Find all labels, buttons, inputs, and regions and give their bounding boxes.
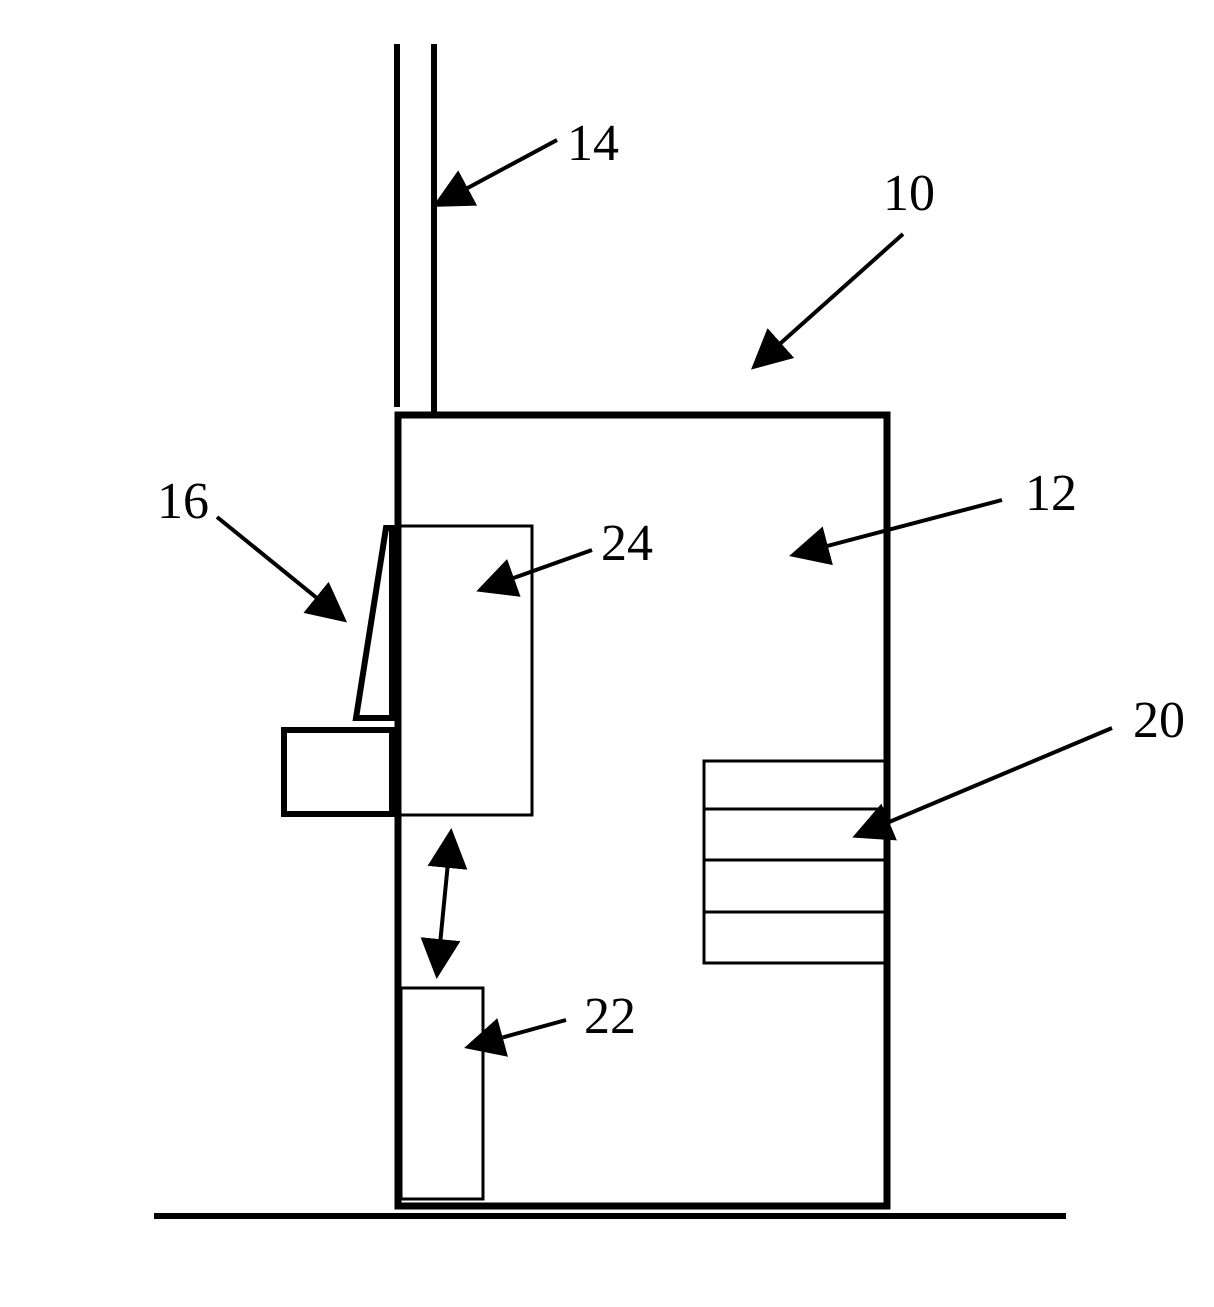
label-upper-unit: 24	[601, 515, 653, 572]
label-cabinet: 12	[1025, 465, 1077, 522]
rack-frame	[704, 761, 885, 963]
label-housing: 10	[883, 165, 935, 222]
label-lower-unit: 22	[584, 988, 636, 1045]
leader-arrow-16	[217, 517, 344, 620]
lower-unit-box	[401, 988, 483, 1199]
lever-handle	[356, 528, 392, 718]
leader-arrow-20	[856, 728, 1112, 836]
lever-box	[284, 730, 392, 814]
rack-assembly	[704, 761, 885, 963]
label-rack: 20	[1133, 692, 1185, 749]
connection-double-arrow	[437, 832, 451, 975]
upper-unit-box	[398, 526, 532, 815]
leader-arrow-14	[436, 140, 557, 205]
label-pipe: 14	[567, 115, 619, 172]
leader-arrow-24	[480, 550, 592, 590]
label-lever-assembly: 16	[157, 473, 209, 530]
leader-arrow-12	[793, 500, 1002, 555]
leader-arrow-10	[754, 234, 903, 367]
